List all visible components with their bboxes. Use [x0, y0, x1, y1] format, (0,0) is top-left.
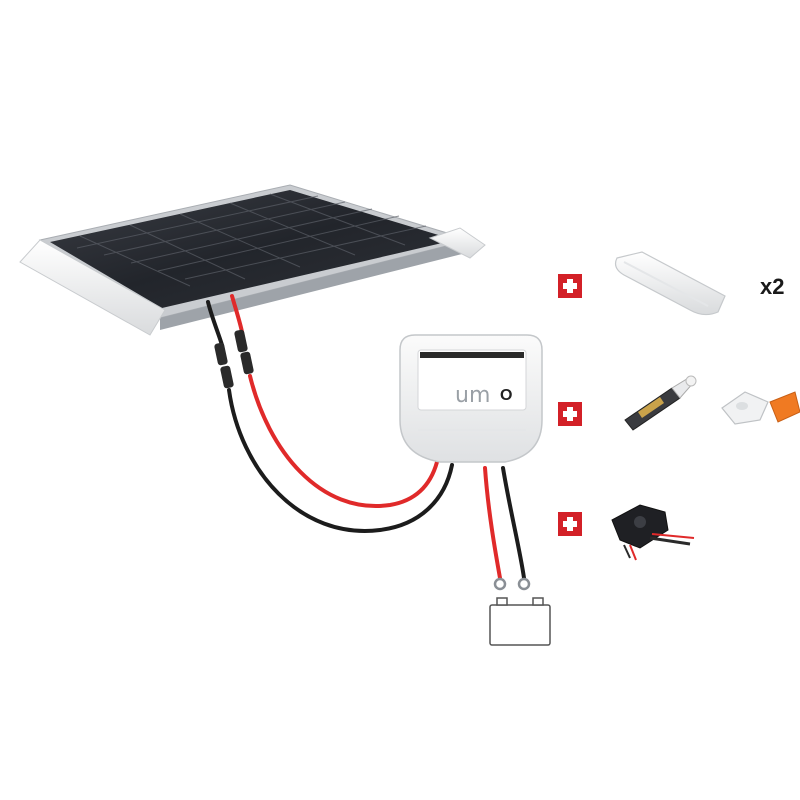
panel-spoiler-left — [19, 239, 166, 336]
plus-badge-icon — [558, 402, 582, 426]
plus-badge-icon — [558, 274, 582, 298]
cables — [206, 294, 531, 591]
battery-icon — [489, 597, 551, 646]
accessory-row-gland — [558, 375, 800, 431]
mc4-connector-black-1 — [214, 342, 228, 366]
charge-controller: um O — [399, 334, 543, 463]
spoiler-quantity-label: x2 — [760, 274, 784, 299]
cable-black-out — [501, 466, 526, 580]
solar-panel — [19, 184, 486, 336]
controller-indicator: O — [500, 387, 512, 404]
cable-gland — [721, 391, 800, 425]
ring-terminal-red — [493, 577, 507, 591]
cable-red-out — [483, 466, 502, 580]
plus-badge-icon — [558, 512, 582, 536]
controller-logo: um — [455, 383, 490, 408]
spoiler-bracket — [614, 251, 726, 316]
mc4-connector-red-2 — [240, 351, 254, 375]
mc4-connector-black-2 — [220, 365, 234, 389]
mc4-connector-red-1 — [234, 329, 248, 353]
cable-black-in — [227, 388, 454, 533]
sealant-tube — [624, 375, 697, 431]
accessory-row-spoilers: x2 — [558, 251, 784, 316]
accessory-row-entry-box — [558, 504, 695, 561]
ring-terminal-black — [517, 577, 531, 591]
controller-label-plate — [417, 349, 527, 411]
cable-red-in — [248, 374, 439, 509]
panel-spoiler-right — [428, 227, 486, 259]
roof-entry-box — [611, 504, 695, 561]
